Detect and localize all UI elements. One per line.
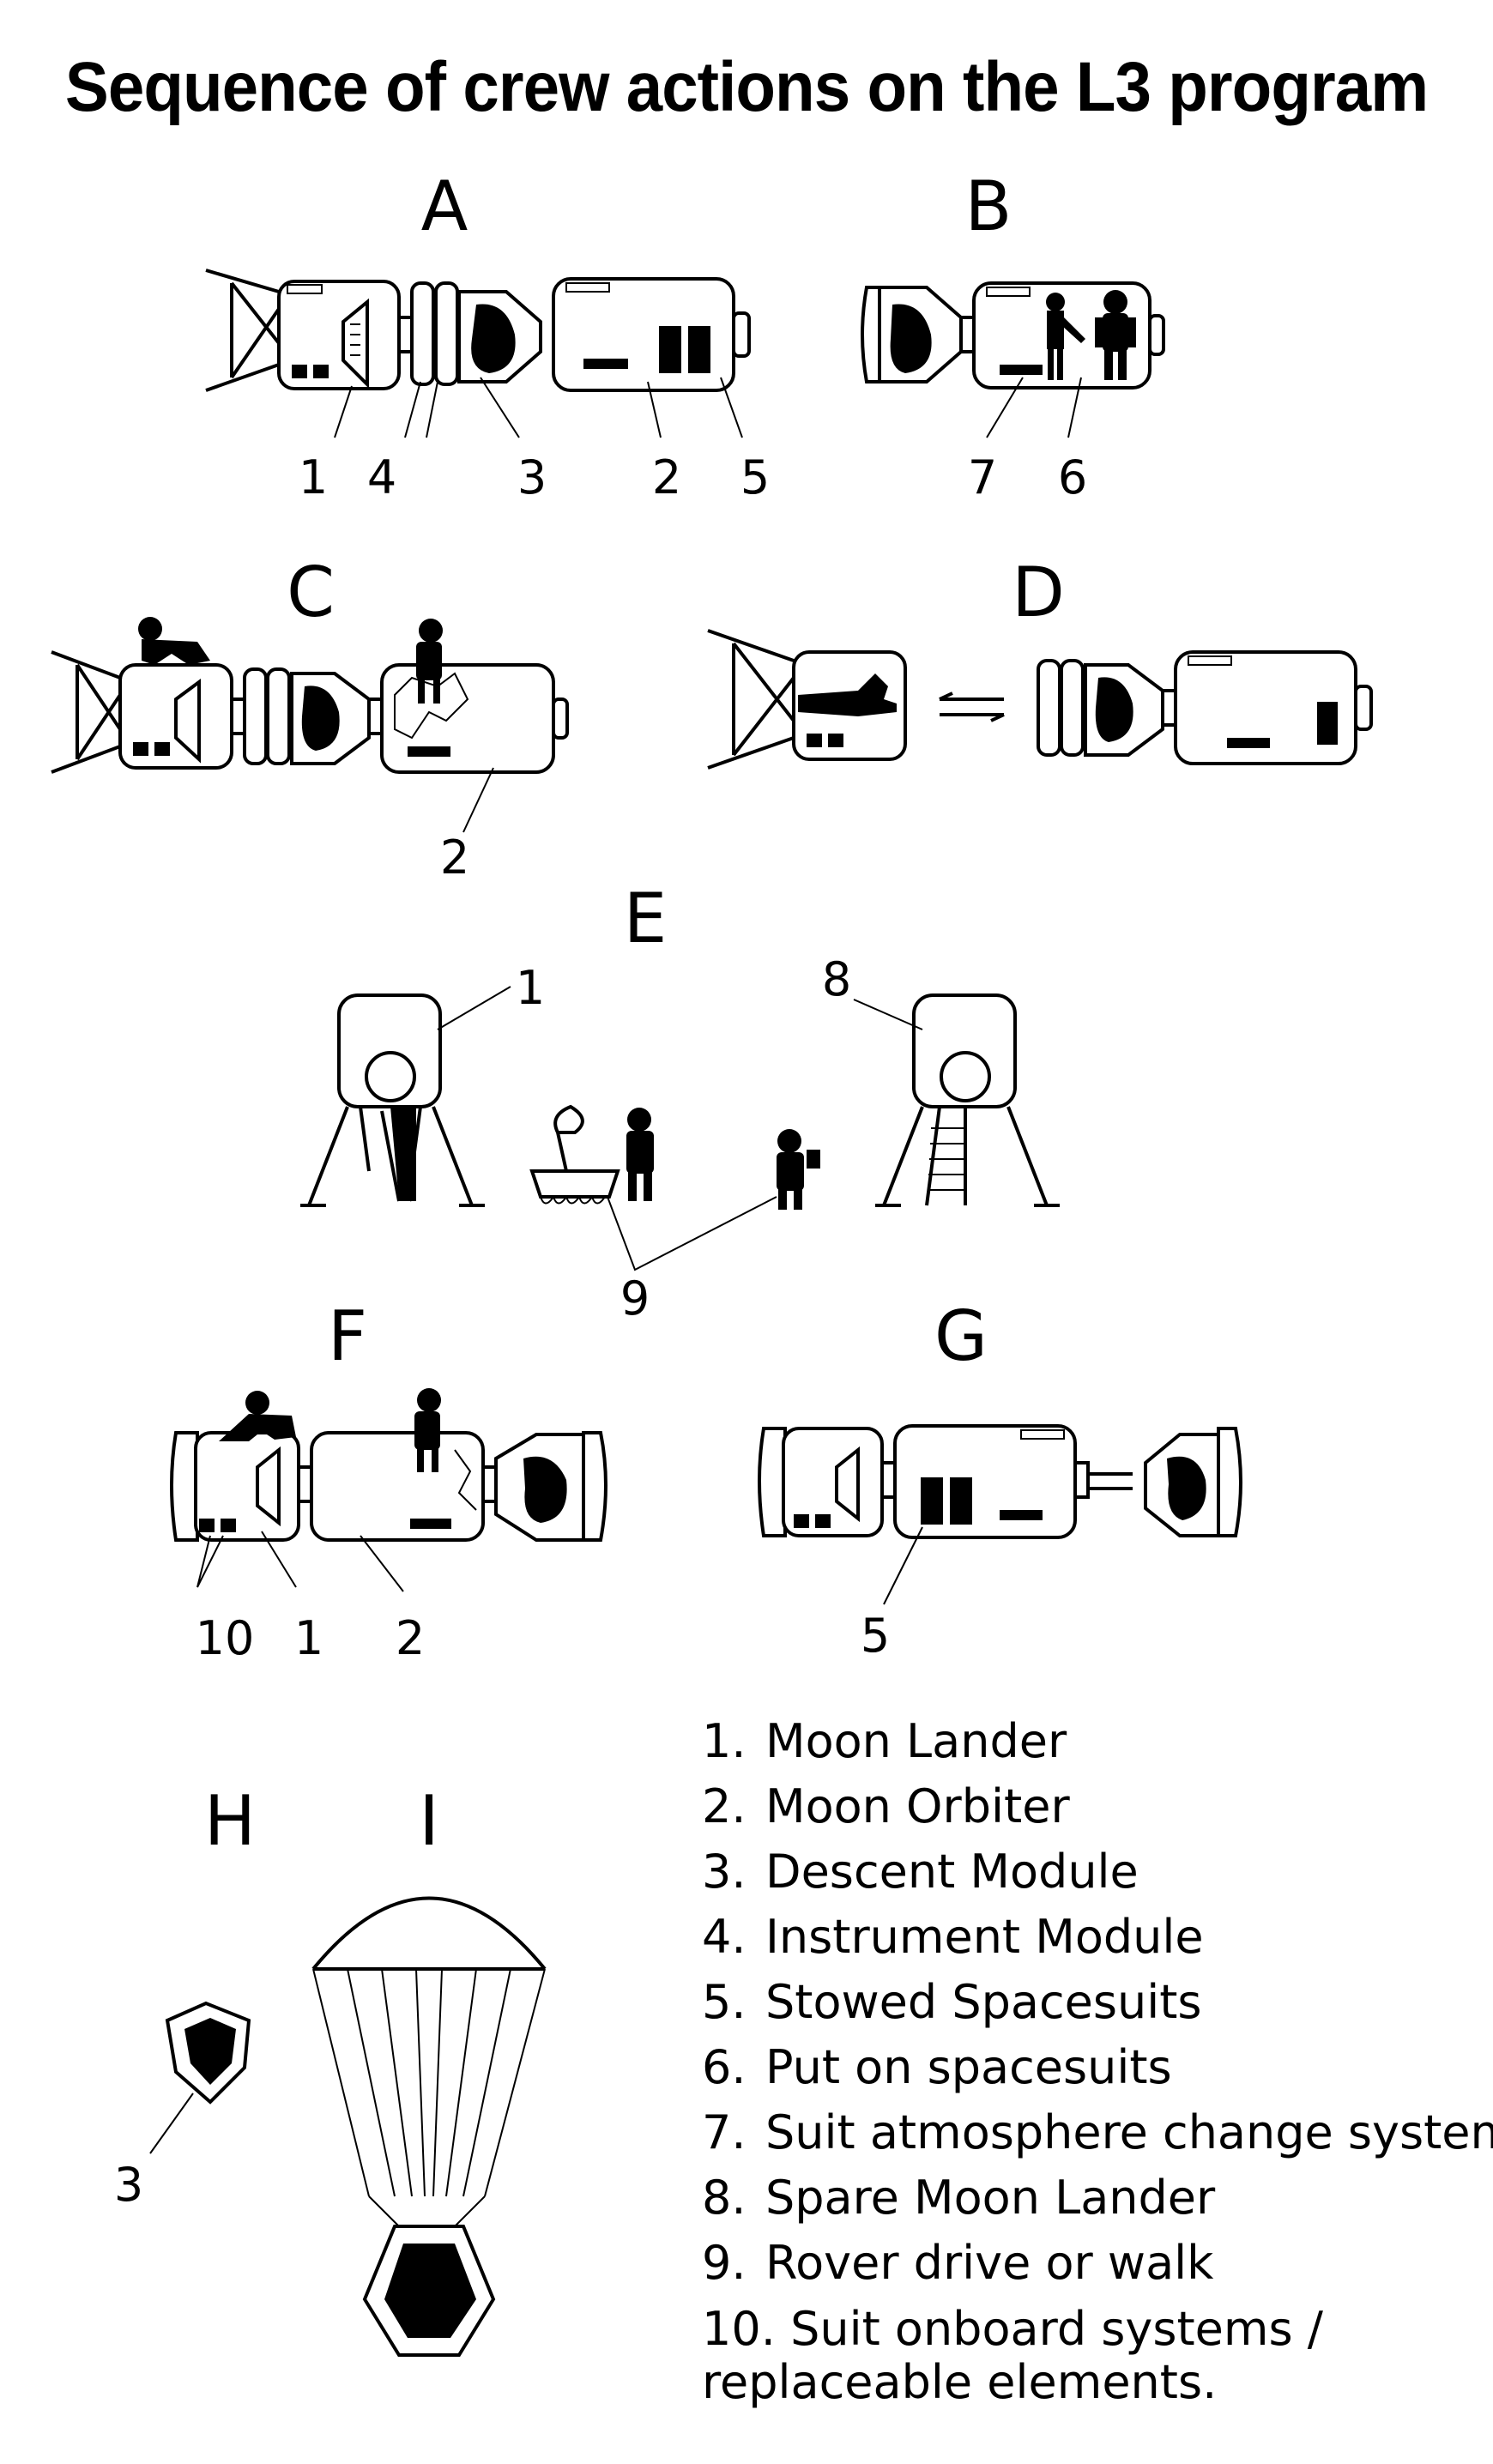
panel-i: I — [311, 1781, 547, 2357]
callout: 8 — [822, 952, 851, 1006]
lunar-rover — [529, 1104, 620, 1205]
astronaut-figure — [219, 1391, 296, 1441]
legend-item: 8.Spare Moon Lander — [702, 2171, 1216, 2225]
panel-h: H 3 — [114, 1781, 256, 2212]
callout: 10 — [196, 1611, 255, 1665]
astronaut-figure — [416, 619, 443, 704]
callout: 5 — [861, 1609, 890, 1663]
panel-label-c: C — [287, 553, 335, 632]
astronaut-figure — [414, 1388, 441, 1472]
legend-item: 10. Suit onboard systems / replaceable e… — [702, 2302, 1323, 2409]
spacesuit-figure — [1095, 290, 1136, 380]
panel-c: C 2 — [51, 553, 569, 885]
panel-label-d: D — [1012, 553, 1065, 632]
legend-item: 3.Descent Module — [702, 1845, 1139, 1899]
legend-item: 5.Stowed Spacesuits — [702, 1975, 1202, 2029]
callout: 1 — [516, 961, 545, 1015]
panel-label-a: A — [421, 166, 468, 246]
panel-label-g: G — [934, 1296, 988, 1376]
callout: 4 — [367, 450, 396, 504]
callout: 7 — [968, 450, 997, 504]
panel-label-f: F — [328, 1296, 367, 1376]
panel-label-i: I — [419, 1781, 439, 1861]
legend-item: 6.Put on spacesuits — [702, 2040, 1172, 2094]
panel-b: B 7 6 — [861, 166, 1165, 504]
moon-lander-module — [337, 993, 442, 1108]
astronaut-figure — [138, 617, 210, 665]
panel-g: G 5 — [758, 1296, 1242, 1663]
legend-item: 7.Suit atmosphere change system. — [702, 2105, 1493, 2159]
callout: 9 — [620, 1271, 650, 1326]
legend-item: 1.Moon Lander — [702, 1714, 1067, 1768]
moon-orbiter-module — [310, 1431, 485, 1542]
panel-f: F 10 1 2 — [170, 1296, 607, 1665]
panel-d: D — [707, 553, 1373, 770]
astronaut-figure — [777, 1129, 820, 1210]
panel-label-b: B — [965, 166, 1012, 246]
callout: 1 — [299, 450, 328, 504]
diagram-title: Sequence of crew actions on the L3 progr… — [64, 48, 1429, 126]
callout: 1 — [294, 1611, 323, 1665]
spare-moon-lander — [912, 993, 1017, 1108]
callout: 2 — [396, 1611, 425, 1665]
panel-label-h: H — [204, 1781, 256, 1861]
callout: 2 — [440, 830, 469, 885]
parachute-canopy — [311, 1896, 547, 1971]
legend: 1.Moon Lander 2.Moon Orbiter 3.Descent M… — [702, 1709, 1493, 2409]
panel-e: E 1 9 8 — [300, 879, 1060, 1326]
legend-item: 2.Moon Orbiter — [702, 1779, 1070, 1833]
callout: 5 — [740, 450, 770, 504]
legend-item: 9.Rover drive or walk — [702, 2236, 1214, 2290]
panel-a: A 1 4 3 2 5 — [205, 166, 770, 504]
callout: 6 — [1058, 450, 1087, 504]
callout: 3 — [114, 2158, 143, 2212]
legend-item: 4.Instrument Module — [702, 1910, 1204, 1964]
panel-label-e: E — [624, 879, 668, 958]
astronaut-figure — [1046, 293, 1085, 380]
callout: 2 — [652, 450, 681, 504]
callout: 3 — [517, 450, 547, 504]
astronaut-figure — [626, 1108, 654, 1201]
